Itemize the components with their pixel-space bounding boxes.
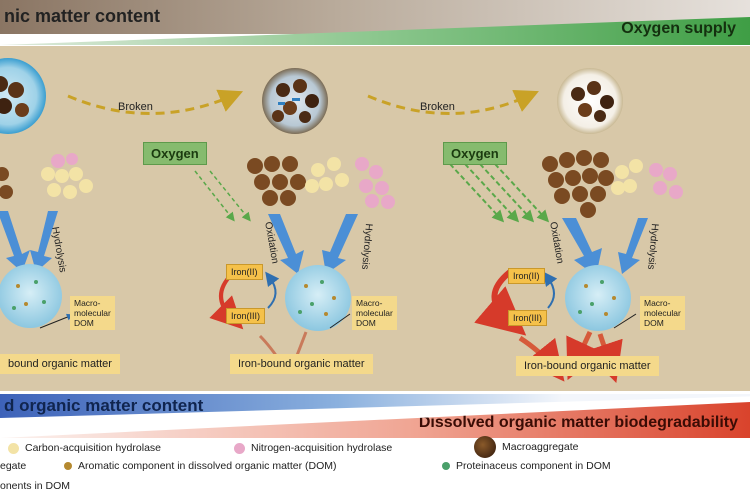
macroaggregate-3 — [557, 68, 623, 134]
iron2-box-2: Iron(II) — [508, 268, 545, 284]
enzyme-cluster-left — [0, 153, 93, 199]
legend-components: onents in DOM — [0, 480, 70, 492]
legend-macroaggregate-label: Macroaggregate — [502, 441, 579, 453]
iron-cycle-blue-1 — [265, 271, 280, 309]
aromatic-component-icon — [64, 462, 72, 470]
legend-aromatic: Aromatic component in dissolved organic … — [64, 460, 337, 472]
dom-circle-3 — [565, 265, 631, 331]
legend-components-label: onents in DOM — [0, 480, 71, 492]
iron-bound-om-box-1: bound organic matter — [0, 354, 120, 374]
macroaggregate-icon — [474, 436, 496, 458]
broken-arrow-1 — [67, 89, 244, 115]
macroaggregate-2 — [262, 68, 328, 134]
blue-arrows — [0, 211, 648, 276]
bottom-bands: d organic matter content Dissolved organ… — [0, 394, 750, 438]
macroaggregate-1 — [0, 58, 46, 134]
oxygen-box-2: Oxygen — [443, 142, 507, 165]
iron-cycle-blue-2 — [543, 271, 558, 309]
biodegradability-label: Dissolved organic matter biodegradabilit… — [418, 414, 738, 431]
legend-nitrogen-label: Nitrogen-acquisition hydrolase — [251, 442, 393, 454]
oxygen-arrows-2 — [449, 163, 550, 223]
oxygen-box-1: Oxygen — [143, 142, 207, 165]
dom-arrow-1 — [39, 313, 74, 329]
organic-matter-content-label: nic matter content — [4, 6, 161, 26]
iron3-box-1: Iron(III) — [226, 308, 266, 324]
legend-nitrogen: Nitrogen-acquisition hydrolase — [234, 442, 392, 454]
broken-label-2: Broken — [420, 101, 455, 113]
dom-box-1: Macro- molecular DOM — [70, 296, 115, 330]
diagram-graphics — [0, 58, 683, 383]
dom-box-2: Macro- molecular DOM — [352, 296, 397, 330]
iron2-box-1: Iron(II) — [226, 264, 263, 280]
dissolved-om-content-label: d organic matter content — [4, 396, 204, 415]
dom-arrow-2 — [329, 313, 351, 329]
legend-proteinaceous-label: Proteinaceus component in DOM — [456, 460, 611, 472]
legend-macroaggregate: Macroaggregate — [474, 436, 578, 458]
enzyme-cluster-mid — [247, 156, 395, 209]
legend-proteinaceous: Proteinaceus component in DOM — [442, 460, 611, 472]
legend-carbon-label: Carbon-acquisition hydrolase — [25, 442, 161, 454]
iron3-box-2: Iron(III) — [508, 310, 548, 326]
oxygen-supply-label: Oxygen supply — [621, 20, 736, 37]
dom-arrow-3 — [613, 313, 637, 329]
diagram-panel: Broken Broken Oxygen Oxygen Hydrolysis O… — [0, 46, 750, 391]
legend-aromatic-label: Aromatic component in dissolved organic … — [78, 460, 337, 472]
broken-arrow-2 — [367, 89, 539, 115]
legend-aggregate-label: egate — [0, 460, 27, 472]
broken-label-1: Broken — [118, 101, 153, 113]
legend: Carbon-acquisition hydrolase Nitrogen-ac… — [0, 436, 750, 500]
dom-box-3: Macro- molecular DOM — [640, 296, 685, 330]
enzyme-cluster-right — [542, 150, 683, 218]
legend-carbon: Carbon-acquisition hydrolase — [8, 442, 161, 454]
dom-circle-2 — [285, 265, 351, 331]
iron-bound-om-box-2: Iron-bound organic matter — [230, 354, 373, 374]
nitrogen-hydrolase-icon — [234, 442, 245, 454]
proteinaceous-component-icon — [442, 462, 450, 470]
carbon-hydrolase-icon — [8, 442, 19, 454]
legend-aggregate: egate — [0, 460, 26, 472]
dom-circle-1 — [0, 264, 62, 328]
organic-matter-content-band: nic matter content — [0, 0, 750, 34]
ibom-arrow-2 — [294, 331, 308, 359]
iron-cycle-red-2 — [474, 269, 527, 336]
oxygen-arrows-1 — [194, 170, 251, 222]
iron-bound-om-box-3: Iron-bound organic matter — [516, 356, 659, 376]
